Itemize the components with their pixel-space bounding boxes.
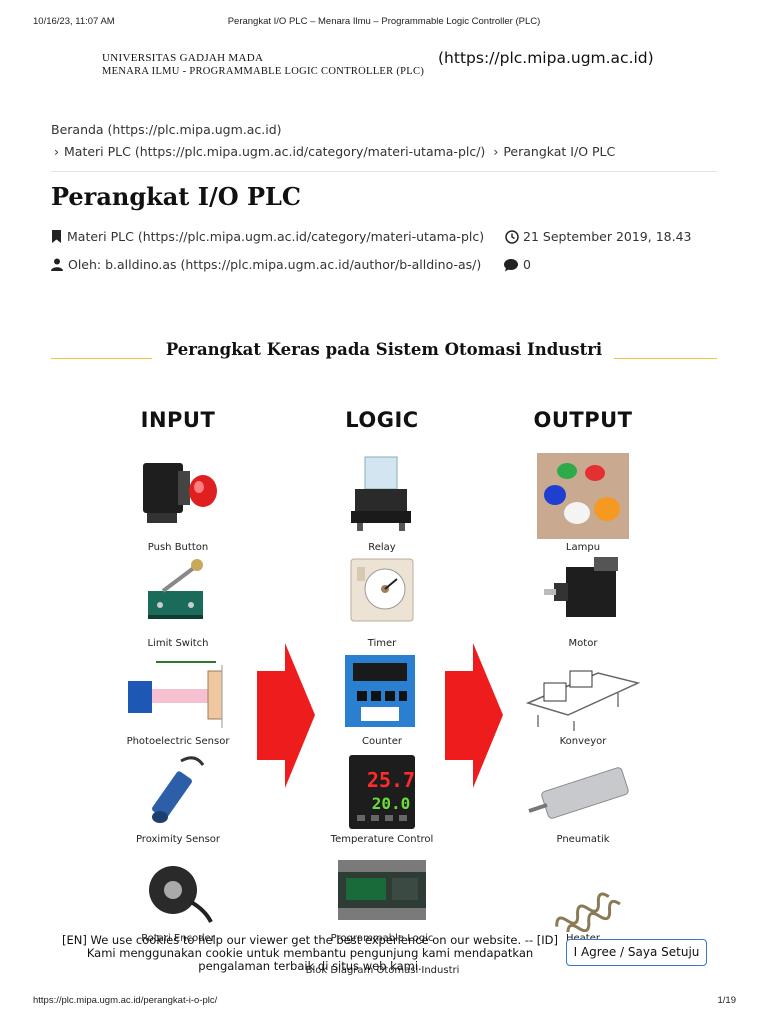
breadcrumb-category[interactable]: Materi PLC (https://plc.mipa.ugm.ac.id/c… (64, 144, 486, 159)
breadcrumb-current: Perangkat I/O PLC (503, 144, 616, 159)
item-label: Temperature Control (330, 834, 434, 845)
item-label: Photoelectric Sensor (126, 736, 230, 747)
university-name: UNIVERSITAS GADJAH MADA (102, 52, 264, 64)
page-title: Perangkat I/O PLC (51, 182, 301, 211)
heading-rule-right (614, 358, 717, 359)
breadcrumb-home[interactable]: Beranda (https://plc.mipa.ugm.ac.id) (51, 122, 282, 137)
output-conveyor: Konveyor (508, 653, 658, 747)
page-number: 1/19 (717, 995, 737, 1006)
input-rotary-encoder: Rotari Encoder (103, 850, 253, 944)
heading-rule-left (51, 358, 152, 359)
section-heading-text: Perangkat Keras pada Sistem Otomasi Indu… (165, 340, 603, 359)
heater-coil-icon (555, 892, 621, 932)
relay-icon (351, 456, 411, 531)
chevron-right-icon: › (54, 144, 59, 159)
diagram-caption: Blok Diagram Otomasi Industri (305, 965, 460, 976)
temperature-controller-icon: 25.7 20.0 (349, 755, 415, 829)
column-heading-logic: LOGIC (345, 408, 419, 432)
post-author: Oleh: b.alldino.as (https://plc.mipa.ugm… (51, 257, 481, 272)
limit-switch-icon (148, 559, 203, 619)
item-label: Relay (368, 542, 396, 553)
input-proximity-sensor: Proximity Sensor (103, 753, 253, 845)
item-label: Motor (568, 638, 598, 649)
conveyor-icon (525, 670, 641, 731)
input-push-button: Push Button (103, 453, 253, 553)
column-heading-output: OUTPUT (533, 408, 633, 432)
post-category-link[interactable]: Materi PLC (https://plc.mipa.ugm.ac.id/c… (67, 229, 485, 244)
post-category: Materi PLC (https://plc.mipa.ugm.ac.id/c… (51, 229, 484, 244)
comment-icon (504, 258, 518, 271)
photoelectric-sensor-icon (128, 661, 223, 728)
column-heading-input: INPUT (140, 408, 216, 432)
plc-icon (338, 860, 426, 920)
breadcrumb-divider (51, 171, 717, 172)
post-author-link[interactable]: Oleh: b.alldino.as (https://plc.mipa.ugm… (68, 257, 482, 272)
post-comments[interactable]: 0 (503, 257, 531, 272)
counter-icon (345, 655, 415, 727)
display-top-readout: 25.7 (367, 768, 415, 792)
logic-plc: Programmable Logic (307, 850, 457, 944)
comment-count: 0 (523, 257, 531, 272)
cookie-accept-button[interactable]: I Agree / Saya Setuju (566, 939, 707, 966)
push-button-icon (143, 463, 217, 523)
item-label: Heater (508, 933, 658, 944)
proximity-sensor-icon (152, 756, 205, 823)
site-name: MENARA ILMU - PROGRAMMABLE LOGIC CONTROL… (102, 66, 425, 77)
timer-icon (350, 558, 414, 622)
lamp-icon (537, 453, 629, 539)
section-heading: Perangkat Keras pada Sistem Otomasi Indu… (51, 340, 717, 364)
clock-icon (505, 229, 519, 244)
bookmark-icon (52, 230, 61, 243)
post-date-text: 21 September 2019, 18.43 (523, 229, 692, 244)
output-motor: Motor (508, 553, 658, 649)
item-label: Timer (367, 638, 397, 649)
print-footer-url: https://plc.mipa.ugm.ac.id/perangkat-i-o… (33, 995, 218, 1006)
breadcrumb: Beranda (https://plc.mipa.ugm.ac.id) › Ma… (51, 119, 615, 163)
arrow-logic-to-output (445, 643, 503, 788)
item-label: Pneumatik (556, 834, 610, 845)
site-brand[interactable]: UNIVERSITAS GADJAH MADA MENARA ILMU - PR… (102, 52, 424, 77)
logic-timer: Timer (307, 553, 457, 649)
input-photoelectric-sensor: Photoelectric Sensor (103, 653, 253, 747)
arrow-input-to-logic (257, 643, 315, 788)
user-icon (51, 258, 63, 271)
display-bottom-readout: 20.0 (372, 794, 411, 813)
site-url-link[interactable]: (https://plc.mipa.ugm.ac.id) (438, 49, 654, 67)
item-label: Proximity Sensor (135, 834, 221, 845)
print-datetime: 10/16/23, 11:07 AM (33, 16, 115, 27)
output-pneumatic: Pneumatik (508, 753, 658, 845)
item-label: Push Button (147, 542, 209, 553)
pneumatic-cylinder-icon (528, 767, 629, 819)
post-date: 21 September 2019, 18.43 (505, 229, 692, 244)
motor-icon (544, 557, 618, 617)
cookie-text: [EN] We use cookies to help our viewer g… (62, 933, 558, 973)
output-lamp: Lampu (508, 453, 658, 553)
item-label: Limit Switch (147, 638, 209, 649)
automation-block-diagram: INPUT LOGIC OUTPUT Push Button Limit Swi… (100, 398, 670, 978)
logic-relay: Relay (307, 453, 457, 553)
print-page-title: Perangkat I/O PLC – Menara Ilmu – Progra… (227, 16, 541, 27)
item-label: Rotari Encoder (141, 933, 215, 944)
chevron-right-icon: › (493, 144, 499, 159)
input-limit-switch: Limit Switch (103, 553, 253, 649)
rotary-encoder-icon (149, 866, 213, 923)
logic-counter: Counter (307, 653, 457, 747)
item-label: Counter (362, 736, 402, 747)
logic-temperature-control: 25.7 20.0 Temperature Control (307, 753, 457, 845)
print-header: 10/16/23, 11:07 AM Perangkat I/O PLC – M… (0, 16, 768, 30)
item-label: Lampu (565, 542, 601, 553)
cookie-notice: [EN] We use cookies to help our viewer g… (0, 932, 768, 982)
output-heater: Heater (508, 850, 658, 944)
item-label: Konveyor (559, 736, 607, 747)
item-label: Programmable Logic (330, 933, 434, 944)
